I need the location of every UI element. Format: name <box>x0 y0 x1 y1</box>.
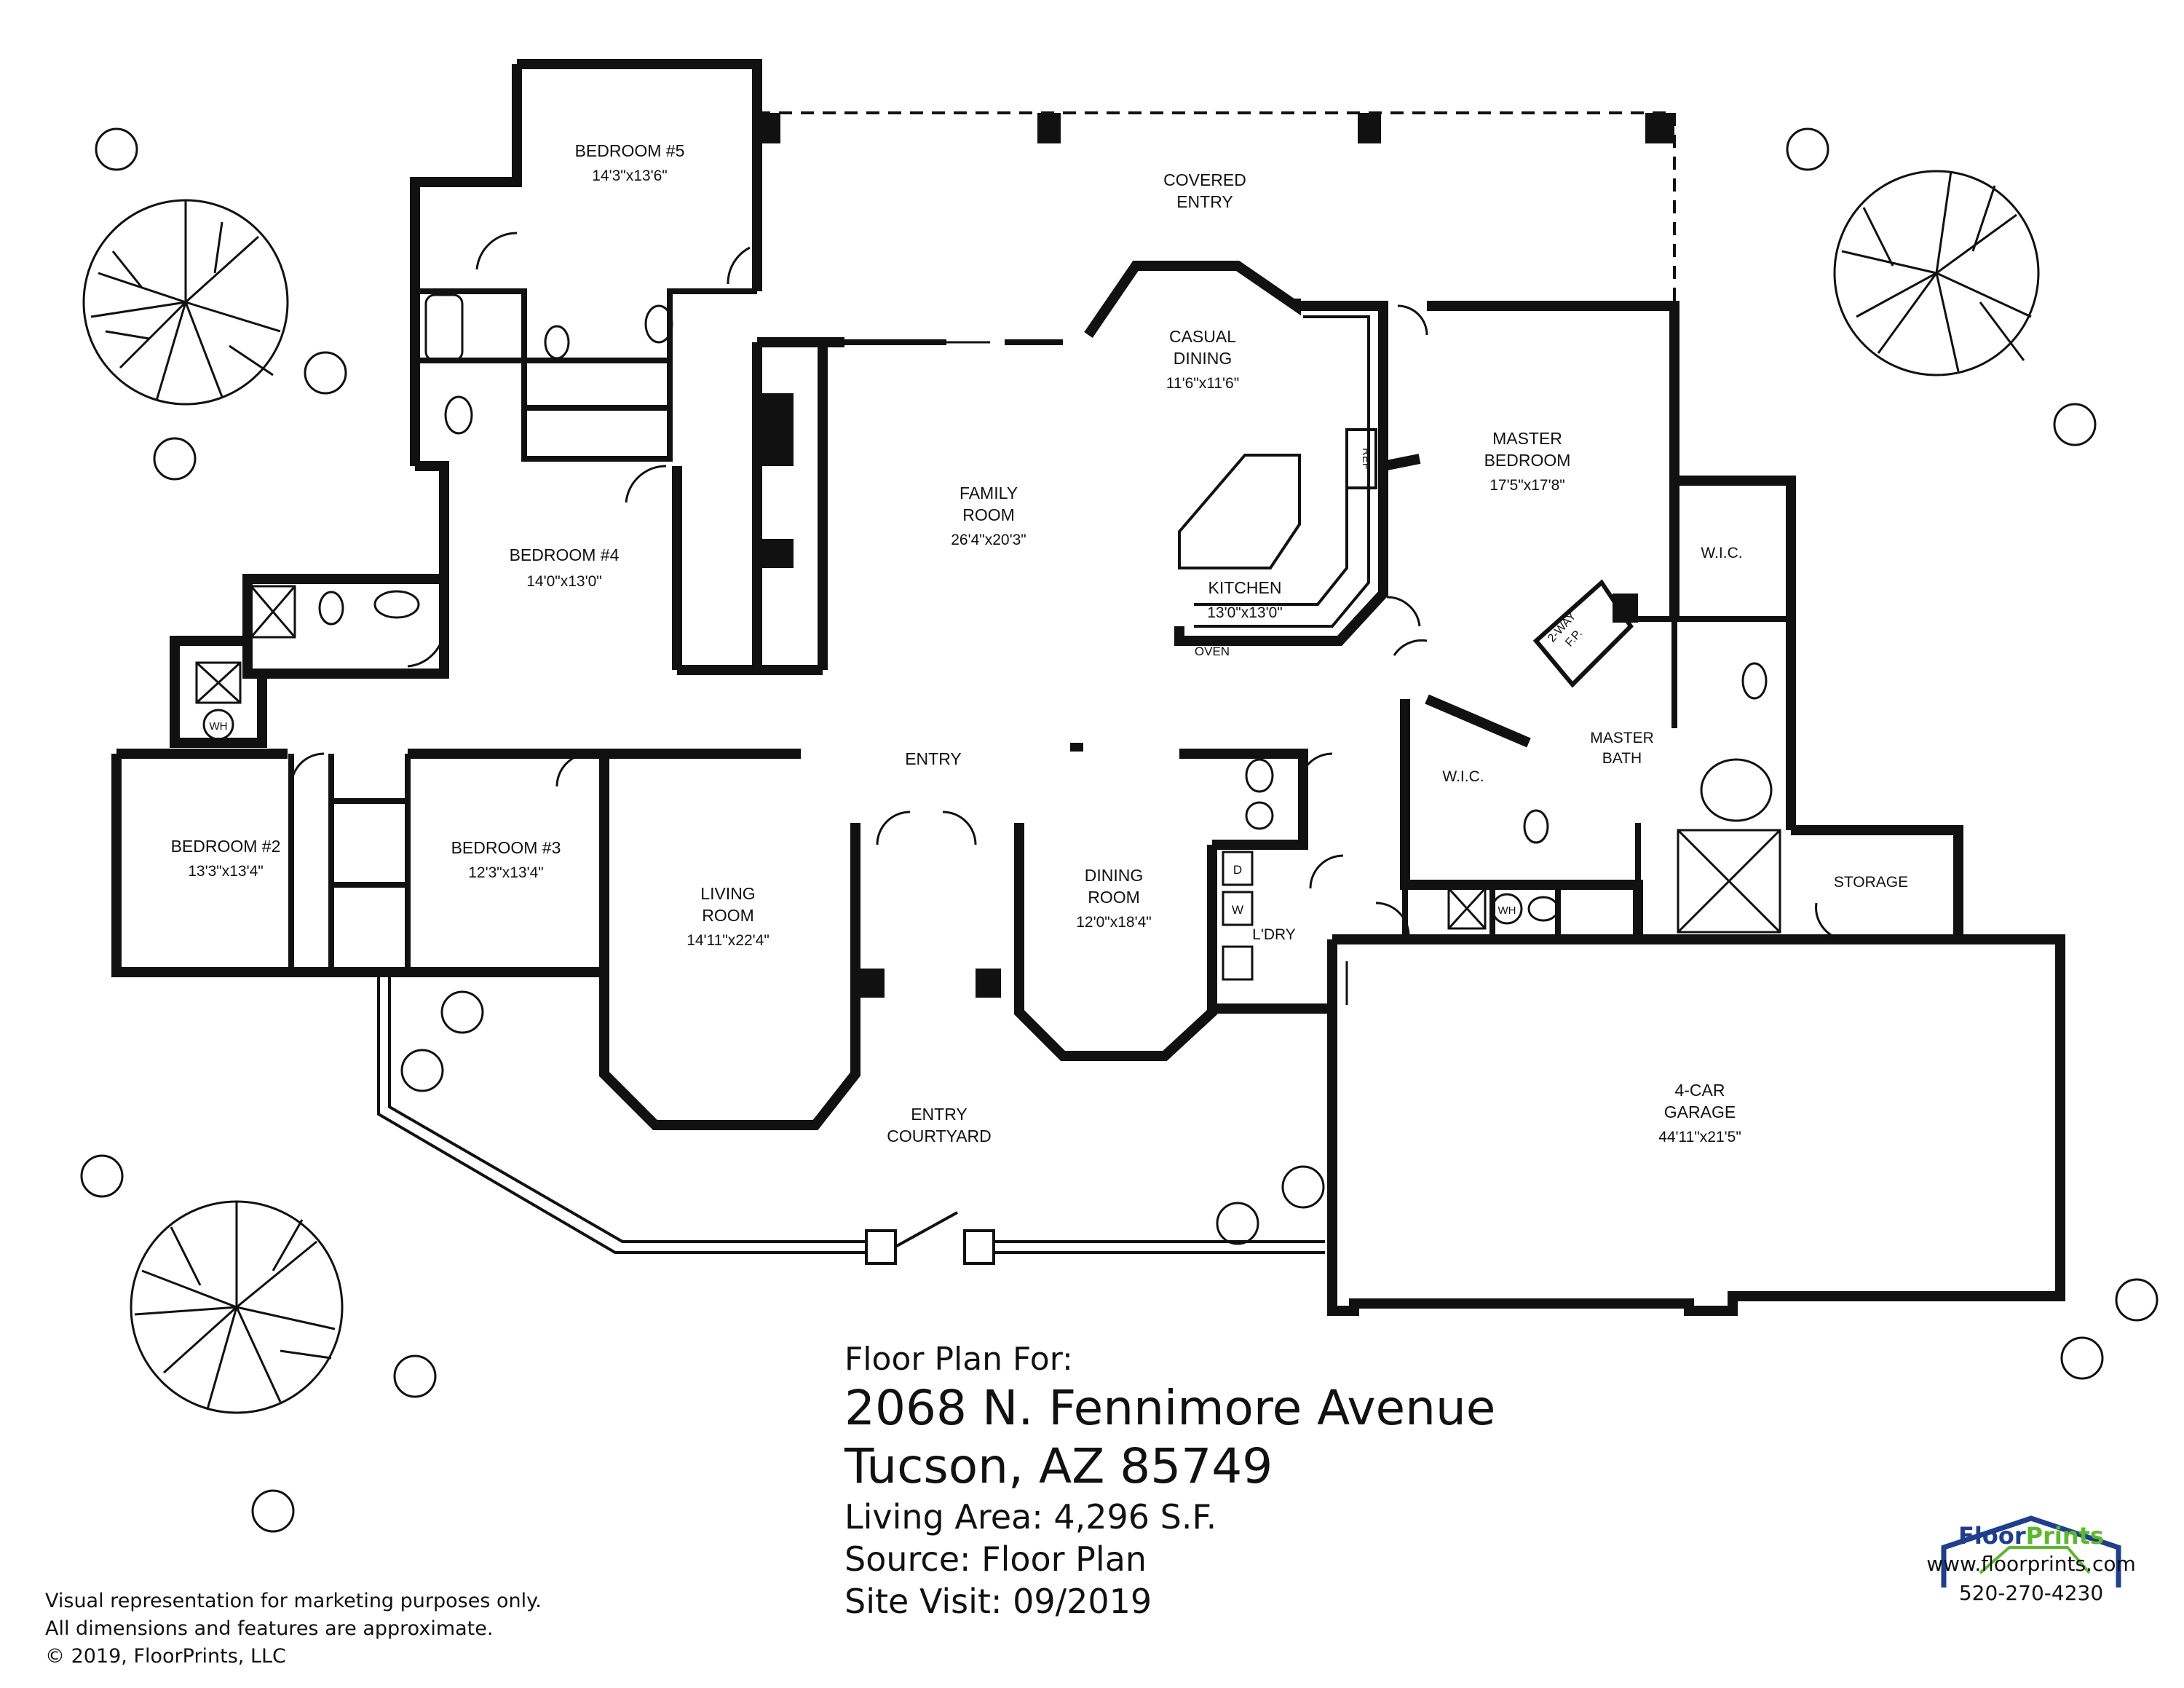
water-heater-label-east: WH <box>1498 904 1516 917</box>
brand-name-part1: Floor <box>1958 1522 2026 1550</box>
family-room-line1: FAMILY <box>960 484 1018 502</box>
fireplace <box>1532 579 1634 688</box>
brand-phone: 520-270-4230 <box>1958 1581 2104 1605</box>
site-visit: Site Visit: 09/2019 <box>844 1582 1152 1621</box>
living-area: Living Area: 4,296 S.F. <box>844 1497 1217 1537</box>
master-bedroom-line1: MASTER <box>1492 429 1562 448</box>
brand-block: FloorPrints www.floorprints.com 520-270-… <box>1907 1522 2155 1608</box>
windows <box>175 60 2024 1302</box>
entry-courtyard-line2: COURTYARD <box>887 1127 992 1145</box>
covered-entry-line1: COVERED <box>1163 170 1246 189</box>
door-swings <box>290 232 1843 941</box>
entry-courtyard-line1: ENTRY <box>911 1105 968 1124</box>
bedroom3-label: BEDROOM #3 <box>451 838 561 857</box>
source: Source: Floor Plan <box>844 1539 1147 1579</box>
water-heater-label-west: WH <box>210 720 228 733</box>
family-room-line2: ROOM <box>962 505 1015 524</box>
dining-room-dims: 12'0"x18'4" <box>1076 914 1152 931</box>
tree-nw <box>82 199 289 406</box>
garage-dims: 44'11"x21'5" <box>1658 1129 1741 1145</box>
floorprints-logo <box>1941 1515 2121 1588</box>
bedroom4-label: BEDROOM #4 <box>510 545 620 564</box>
living-room-line1: LIVING <box>700 884 755 903</box>
casual-dining-dims: 11'6"x11'6" <box>1166 375 1239 392</box>
disclaimer-line2: All dimensions and features are approxim… <box>45 1617 494 1640</box>
bedroom5-dims: 14'3"x13'6" <box>592 167 668 184</box>
living-room-dims: 14'11"x22'4" <box>687 932 769 949</box>
property-info: Floor Plan For: 2068 N. Fennimore Avenue… <box>844 1340 1495 1622</box>
covered-entry-line2: ENTRY <box>1176 192 1233 211</box>
oven-label: OVEN <box>1195 644 1230 658</box>
kitchen-island <box>1178 454 1301 569</box>
disclaimer: Visual representation for marketing purp… <box>45 1588 542 1671</box>
entry-label: ENTRY <box>905 749 962 768</box>
family-room-dims: 26'4"x20'3" <box>951 532 1026 548</box>
master-bath-line2: BATH <box>1602 750 1642 767</box>
kitchen-label: KITCHEN <box>1208 578 1282 597</box>
garage-line2: GARAGE <box>1664 1103 1736 1121</box>
wic-bath-label: W.I.C. <box>1442 768 1484 785</box>
master-bath-line1: MASTER <box>1590 730 1654 746</box>
shrubs <box>80 127 2159 1533</box>
columns <box>757 113 1674 998</box>
brand-name-part2: Prints <box>2025 1522 2104 1550</box>
tree-ne <box>1833 170 2040 376</box>
floor-plan-for-label: Floor Plan For: <box>844 1341 1073 1378</box>
brand-website[interactable]: www.floorprints.com <box>1926 1552 2136 1576</box>
bedroom5-label: BEDROOM #5 <box>575 141 685 160</box>
dryer-label: D <box>1233 863 1242 877</box>
master-bedroom-dims: 17'5"x17'8" <box>1489 477 1565 494</box>
tree-sw <box>130 1200 344 1414</box>
master-bedroom-line2: BEDROOM <box>1484 451 1571 470</box>
garage-line1: 4-CAR <box>1674 1081 1725 1100</box>
interior-walls <box>288 288 1791 972</box>
address-line1: 2068 N. Fennimore Avenue <box>844 1380 1496 1436</box>
refrigerator-label: REF <box>1360 448 1372 470</box>
disclaimer-line1: Visual representation for marketing purp… <box>45 1590 542 1612</box>
bedroom4-dims: 14'0"x13'0" <box>526 573 602 590</box>
bedroom3-dims: 12'3"x13'4" <box>468 864 544 881</box>
casual-dining-line1: CASUAL <box>1169 327 1236 346</box>
brand-name: FloorPrints <box>1907 1522 2155 1550</box>
dining-room-line2: ROOM <box>1088 888 1140 907</box>
living-room-line2: ROOM <box>702 906 754 925</box>
laundry-label: L'DRY <box>1252 926 1296 943</box>
copyright: © 2019, FloorPrints, LLC <box>45 1645 286 1668</box>
landscape-trees <box>80 127 2159 1533</box>
storage-label: STORAGE <box>1834 874 1908 891</box>
kitchen-dims: 13'0"x13'0" <box>1207 604 1283 621</box>
bedroom2-dims: 13'3"x13'4" <box>188 863 264 880</box>
bath-fixtures <box>195 293 1781 1005</box>
courtyard-walls <box>377 976 1325 1265</box>
kitchen-counters <box>1194 315 1377 628</box>
washer-label: W <box>1232 903 1243 917</box>
casual-dining-line2: DINING <box>1174 349 1233 368</box>
exterior-walls <box>111 59 2065 1316</box>
address-line2: Tucson, AZ 85749 <box>844 1438 1273 1494</box>
wic-master-label: W.I.C. <box>1701 545 1742 561</box>
bedroom2-label: BEDROOM #2 <box>171 837 281 856</box>
dining-room-line1: DINING <box>1085 866 1144 885</box>
